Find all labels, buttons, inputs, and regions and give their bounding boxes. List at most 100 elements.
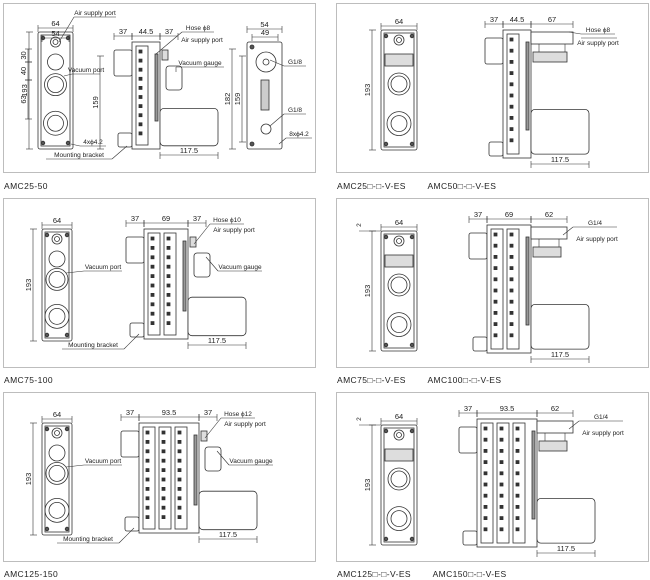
stack-rail	[531, 430, 536, 520]
side-mid-dimension: 69	[162, 214, 170, 223]
mounting-hole-icon	[249, 141, 255, 147]
section-slot	[145, 430, 150, 435]
section-slot	[499, 471, 504, 476]
section-slot	[150, 255, 155, 260]
filter-cap-icon	[386, 111, 412, 136]
air-supply-fitting-icon	[50, 36, 61, 48]
section-slot	[145, 449, 150, 454]
manifold-section	[480, 422, 494, 544]
drawing-caption: AMC125□-□-V-ES AMC150□-□-V-ES	[337, 569, 507, 579]
air-supply-fitting	[189, 236, 197, 248]
mounting-hole-icon	[409, 141, 415, 147]
mounting-hole-icon	[409, 342, 415, 348]
section-slot	[177, 458, 182, 463]
vacuum-gauge-label: Vacuum gauge	[178, 60, 222, 67]
section-slot	[509, 322, 514, 326]
manifold-section	[506, 33, 520, 155]
leader-line	[568, 420, 580, 430]
bracket-top	[125, 236, 145, 264]
section-slot	[150, 311, 155, 316]
side-left-dimension: 37	[126, 408, 134, 417]
section-slot	[515, 505, 520, 509]
section-slot	[138, 95, 143, 99]
leader-line	[123, 333, 140, 350]
drawing-caption: AMC25□-□-V-ES AMC50□-□-V-ES	[337, 181, 497, 191]
cylinder-length-dimension: 117.5	[551, 350, 569, 359]
section-slot	[145, 468, 150, 472]
front-inner-width-dimension: 54	[51, 29, 59, 38]
vacuum-gauge-box	[193, 252, 211, 278]
cylinder-length-dimension: 117.5	[557, 544, 575, 553]
section-slot	[161, 515, 166, 519]
bracket-bottom	[117, 132, 133, 148]
stack-rail	[525, 41, 530, 131]
section-slot	[483, 505, 488, 509]
section-slot	[161, 449, 166, 454]
section-slot	[161, 430, 166, 435]
section-slot	[177, 515, 182, 519]
front-view-plate	[40, 34, 71, 147]
rear-label-plate	[260, 79, 270, 111]
cylinder-length-dimension: 117.5	[208, 336, 226, 345]
section-slot	[509, 82, 514, 87]
bracket-bottom	[124, 516, 140, 532]
section-slot	[509, 116, 514, 120]
section-slot	[138, 49, 143, 54]
vacuum-gauge-port-icon	[47, 53, 64, 71]
section-slot	[509, 288, 514, 293]
section-slot	[166, 255, 171, 260]
vacuum-gauge-label: Vacuum gauge	[229, 458, 273, 465]
section-slot	[515, 426, 520, 431]
vacuum-port-label: Vacuum port	[68, 67, 105, 74]
rear-port-bottom-icon	[260, 123, 272, 135]
section-slot	[166, 311, 171, 316]
section-slot	[177, 496, 182, 501]
mounting-hole-icon	[383, 536, 389, 542]
section-slot	[509, 60, 514, 64]
vacuum-port-icon	[387, 467, 411, 491]
section-slot	[166, 283, 171, 288]
vacuum-port-icon	[45, 268, 69, 291]
air-supply-fitting-icon	[54, 236, 60, 242]
section-slot	[499, 426, 504, 431]
section-slot	[145, 505, 150, 510]
mounting-hole-icon	[383, 428, 389, 434]
port-label: G1/4	[588, 220, 602, 227]
ejector-fitting	[384, 254, 414, 268]
section-slot	[150, 283, 155, 288]
leader-line	[111, 145, 128, 160]
section-slot	[493, 322, 498, 326]
offset-dimension: 2	[356, 417, 363, 421]
rear-height-dimension: 182	[223, 93, 232, 106]
filter-cap-icon	[48, 307, 66, 325]
section-slot	[145, 440, 150, 444]
air-supply-fitting-icon	[396, 37, 402, 43]
section-slot	[138, 86, 143, 90]
section-slot	[509, 48, 514, 53]
section-slot	[509, 266, 514, 270]
ejector-fitting	[384, 53, 414, 67]
leader-line	[63, 73, 73, 77]
section-slot	[493, 255, 498, 259]
section-slot	[509, 232, 514, 237]
section-slot	[493, 288, 498, 293]
section-slot	[483, 471, 488, 476]
leader-line	[155, 31, 183, 55]
manifold-section	[174, 426, 188, 530]
manifold-section	[142, 426, 156, 530]
section-slot	[166, 274, 171, 278]
vacuum-port-icon	[45, 462, 69, 485]
section-slot	[150, 274, 155, 278]
drawing-caption: AMC75□-□-V-ES AMC100□-□-V-ES	[337, 375, 502, 385]
section-slot	[150, 321, 155, 325]
cylinder-length-dimension: 117.5	[180, 146, 198, 155]
side-right-dimension: 37	[204, 408, 212, 417]
dimension-159: 159	[91, 96, 100, 109]
air-supply-fitting-icon	[52, 39, 59, 45]
ejector-valve	[532, 51, 568, 63]
air-supply-fitting-icon	[54, 430, 60, 436]
